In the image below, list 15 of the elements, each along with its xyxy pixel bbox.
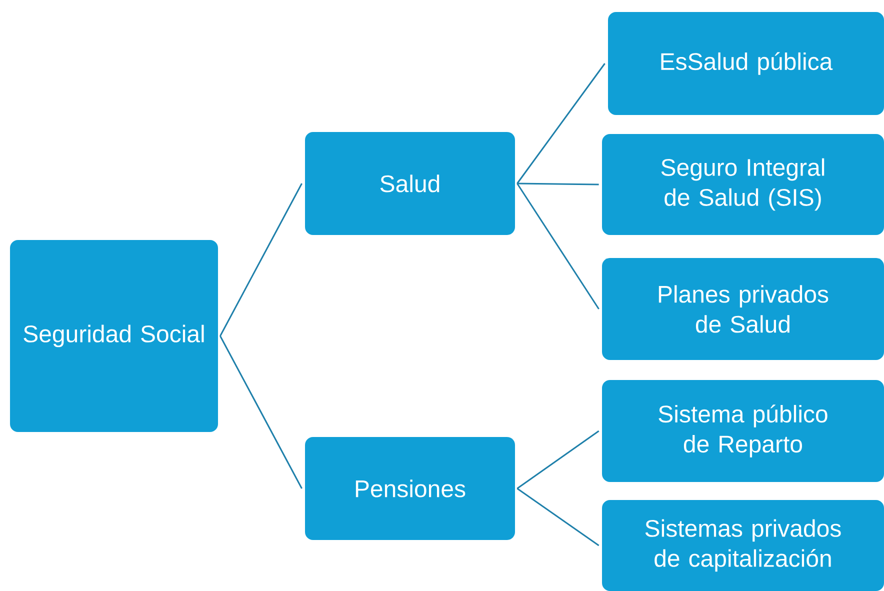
process-box: Pensiones: [305, 437, 515, 540]
process-box: Sistema público de Reparto: [602, 380, 884, 482]
connector-line: [516, 488, 600, 546]
connector-line: [516, 183, 600, 310]
connector-line: [517, 182, 599, 186]
process-box: Salud: [305, 132, 515, 235]
process-box: Sistemas privados de capitalización: [602, 500, 884, 591]
connector-line: [220, 336, 302, 489]
connector-line: [516, 430, 600, 490]
connector-line: [516, 63, 606, 184]
process-box: Seguro Integral de Salud (SIS): [602, 134, 884, 235]
connector-line: [220, 183, 302, 336]
process-box: EsSalud pública: [608, 12, 884, 115]
process-box: Planes privados de Salud: [602, 258, 884, 360]
process-box: Seguridad Social: [10, 240, 218, 432]
